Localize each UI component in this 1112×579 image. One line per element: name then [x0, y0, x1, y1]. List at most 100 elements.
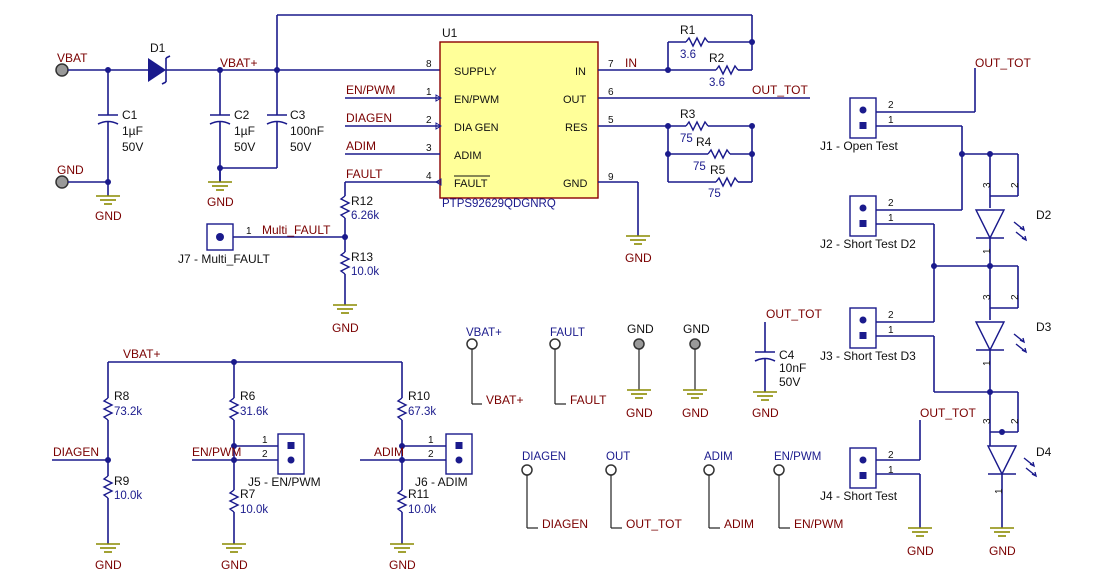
r12-val: 6.26k — [351, 210, 379, 222]
pin-num-enpwm: 1 — [426, 87, 432, 98]
testpoint-gnd-2[interactable] — [689, 338, 701, 350]
gnd-label-r11: GND — [389, 558, 416, 572]
j2-pin1-num: 1 — [888, 213, 894, 224]
resistor-r6 — [228, 397, 240, 421]
tp-enpwm-net: EN/PWM — [794, 517, 843, 531]
d3-pin1: 1 — [982, 360, 993, 366]
net-multi-fault: Multi_FAULT — [262, 223, 331, 237]
connector-j4[interactable] — [849, 447, 877, 489]
testpoint-diagen[interactable] — [521, 464, 533, 476]
testpoint-fault[interactable] — [549, 338, 561, 350]
tp-vbat-plus-title: VBAT+ — [466, 327, 502, 339]
r3-val: 75 — [680, 133, 693, 145]
ic-u1-body — [439, 41, 599, 199]
gnd-label-c2: GND — [207, 195, 234, 209]
gnd-label-r13: GND — [332, 321, 359, 335]
connector-j3[interactable] — [849, 307, 877, 349]
ground-symbol — [221, 543, 247, 553]
testpoint-out[interactable] — [605, 464, 617, 476]
d3-pin2: 2 — [1010, 294, 1021, 300]
r9-val: 10.0k — [114, 490, 142, 502]
junction — [231, 443, 237, 449]
ground-symbol — [626, 389, 652, 399]
gnd-label-j4: GND — [907, 544, 934, 558]
ground-symbol — [907, 527, 933, 537]
led-d3 — [974, 321, 1006, 352]
j4-pin2-num: 2 — [888, 450, 894, 461]
r4-val: 75 — [693, 161, 706, 173]
c1-ref: C1 — [122, 108, 138, 122]
d2-ref: D2 — [1036, 208, 1052, 222]
j1-pin1-num: 1 — [888, 115, 894, 126]
led-d2 — [974, 209, 1006, 240]
r8-val: 73.2k — [114, 406, 142, 418]
gnd-label-tp2: GND — [682, 406, 709, 420]
tp-out-title: OUT — [606, 451, 630, 463]
pin-name-out: OUT — [563, 94, 587, 106]
capacitor-c1 — [97, 70, 119, 182]
c2-val: 1µF — [234, 124, 255, 138]
c3-ref: C3 — [290, 108, 306, 122]
tp-gnd2-title: GND — [683, 322, 710, 336]
c3-volt: 50V — [290, 140, 311, 154]
testpoint-adim[interactable] — [703, 464, 715, 476]
net-enpwm-ic: EN/PWM — [346, 83, 395, 97]
pin-name-supply: SUPPLY — [454, 66, 497, 78]
r8-ref: R8 — [114, 389, 130, 403]
c4-volt: 50V — [779, 375, 800, 389]
pin-name-res: RES — [565, 122, 588, 134]
gnd-label-tp1: GND — [626, 406, 653, 420]
tp-enpwm-title: EN/PWM — [774, 451, 821, 463]
d4-pin2: 2 — [1010, 418, 1021, 424]
c4-val: 10nF — [779, 361, 806, 375]
pin-num-in: 7 — [608, 59, 614, 70]
r11-ref: R11 — [408, 487, 429, 501]
testpoint-vbat-plus[interactable] — [466, 338, 478, 350]
junction — [749, 123, 755, 129]
j4-pin2 — [859, 456, 867, 464]
connector-j1[interactable] — [849, 97, 877, 139]
pin-num-res: 5 — [608, 115, 614, 126]
d3-pin3: 3 — [982, 294, 993, 300]
net-fault-ic: FAULT — [346, 167, 383, 181]
d2-pin2: 2 — [1010, 182, 1021, 188]
resistor-r3 — [685, 120, 709, 132]
led-d4 — [986, 445, 1018, 476]
net-vbat-plus-bottom: VBAT+ — [123, 347, 160, 361]
j5-label: J5 - EN/PWM — [248, 475, 321, 489]
j2-pin2 — [859, 204, 867, 212]
d3-ref: D3 — [1036, 320, 1052, 334]
pin-name-enpwm: EN/PWM — [454, 94, 499, 106]
gnd-label-r7: GND — [221, 558, 248, 572]
u1-part: PTPS92629QDGNRQ — [442, 198, 556, 210]
r5-val: 75 — [708, 188, 721, 200]
resistor-r13 — [339, 251, 351, 275]
j6-pin2-num: 2 — [428, 449, 434, 460]
resistor-r10 — [396, 397, 408, 421]
r2-ref: R2 — [709, 51, 725, 65]
pin-arrow — [435, 122, 442, 130]
connector-j2[interactable] — [849, 195, 877, 237]
testpoint-gnd-1[interactable] — [633, 338, 645, 350]
d4-ref: D4 — [1036, 445, 1052, 459]
testpoint-enpwm[interactable] — [773, 464, 785, 476]
ground-symbol — [989, 527, 1015, 537]
resistor-r12 — [339, 195, 351, 219]
d4-pin1: 1 — [994, 488, 1005, 494]
j6-label: J6 - ADIM — [415, 475, 468, 489]
d2-pin1: 1 — [982, 248, 993, 254]
r12-ref: R12 — [351, 194, 373, 208]
junction — [231, 457, 237, 463]
resistor-r9 — [102, 475, 114, 499]
connector-j5[interactable] — [277, 433, 305, 475]
resistor-r5 — [715, 176, 739, 188]
connector-j6[interactable] — [445, 433, 473, 475]
pin-name-gnd: GND — [563, 178, 588, 190]
net-diagen-ic: DIAGEN — [346, 111, 392, 125]
j4-pin1 — [859, 472, 867, 479]
j5-pin1 — [287, 442, 295, 449]
tp-diagen-title: DIAGEN — [522, 451, 566, 463]
j1-pin2 — [859, 106, 867, 114]
tp-adim-title: ADIM — [704, 451, 733, 463]
j7-pin — [216, 233, 224, 241]
